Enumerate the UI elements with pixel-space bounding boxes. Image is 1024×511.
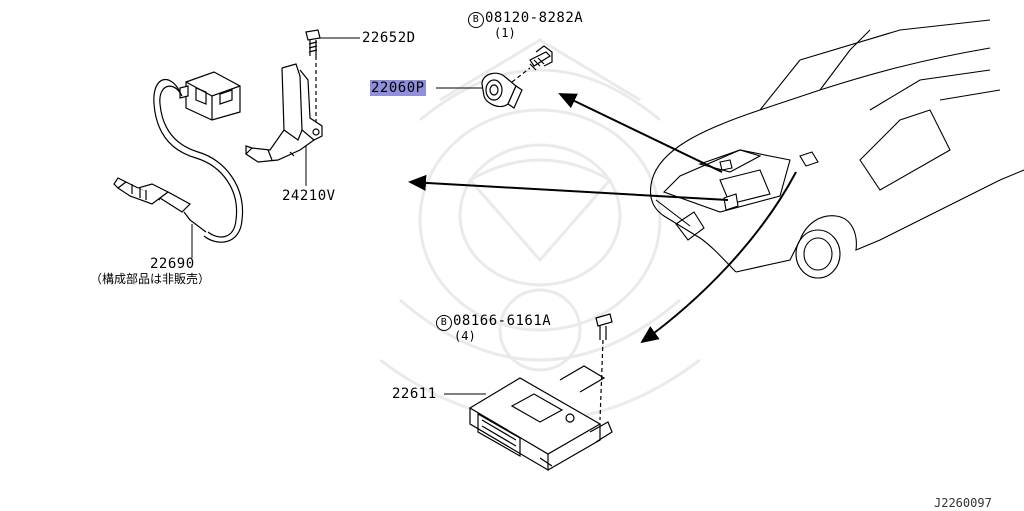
bolt-marker-b: B <box>468 12 484 28</box>
bolt-1-qty: (1) <box>494 26 516 40</box>
screw-part-label: 22652D <box>362 30 416 46</box>
bracket-part-label: 24210V <box>282 188 336 204</box>
o2-sensor-part-label: 22690 <box>150 256 195 272</box>
highlighted-part-number[interactable]: 22060P <box>370 80 426 96</box>
bracket <box>245 29 323 163</box>
figure-id: J2260097 <box>934 496 992 510</box>
knock-sensor-part-label: 22060P <box>370 80 426 96</box>
label-leaders <box>191 37 486 395</box>
bolt-2-qty: (4) <box>454 329 476 343</box>
bolt-marker-b: B <box>436 315 452 331</box>
oxygen-sensor <box>113 71 244 243</box>
watermark-logo <box>379 38 701 422</box>
o2-sensor-note: （構成部品は非販売） <box>90 272 211 286</box>
leader-arrows <box>408 93 797 344</box>
bolt-2-part-number: 08166-6161A <box>453 313 552 329</box>
engine-control-module <box>468 313 613 472</box>
ecu-part-label: 22611 <box>392 386 437 402</box>
bolt-1-part-number: 08120-8282A <box>485 10 584 26</box>
vehicle-illustration <box>649 19 1024 279</box>
knock-sensor <box>481 45 553 109</box>
